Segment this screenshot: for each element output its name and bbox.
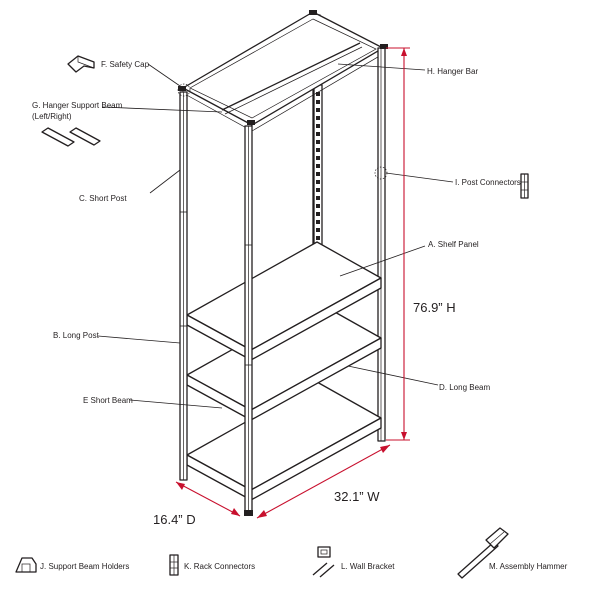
upper-shelf-panel bbox=[186, 241, 382, 361]
label-hanger-support-beam: G. Hanger Support Beam bbox=[32, 101, 123, 110]
width-dimension bbox=[256, 444, 391, 519]
perforation-slot bbox=[316, 220, 320, 224]
legend-support-beam-holders: J. Support Beam Holders bbox=[40, 562, 129, 571]
perforation-slot bbox=[316, 196, 320, 200]
label-long-beam: D. Long Beam bbox=[439, 383, 490, 392]
front-middle-post bbox=[244, 125, 253, 516]
perforation-slot bbox=[316, 124, 320, 128]
front-right-post bbox=[377, 47, 386, 442]
depth-label: 16.4” D bbox=[153, 512, 196, 527]
assembly-hammer-icon bbox=[457, 527, 509, 579]
perforation-slot bbox=[316, 228, 320, 232]
label-long-post: B. Long Post bbox=[53, 331, 100, 340]
perforation-slot bbox=[316, 92, 320, 96]
perforation-slot bbox=[316, 116, 320, 120]
label-post-connectors: I. Post Connectors bbox=[455, 178, 521, 187]
back-right-post-perforated bbox=[313, 84, 323, 246]
middle-shelf-panel bbox=[186, 301, 382, 421]
height-label: 76.9” H bbox=[413, 300, 456, 315]
label-safety-cap: F. Safety Cap bbox=[101, 60, 150, 69]
safety-caps bbox=[177, 10, 388, 125]
perforation-slot bbox=[316, 212, 320, 216]
front-left-post bbox=[179, 91, 188, 481]
perforation-slot bbox=[316, 188, 320, 192]
parts-legend: J. Support Beam Holders K. Rack Connecto… bbox=[15, 527, 568, 579]
perforation-slot bbox=[316, 100, 320, 104]
safety-cap-icon bbox=[67, 55, 95, 73]
perforation-slot bbox=[316, 236, 320, 240]
hanger-bar bbox=[221, 42, 363, 115]
legend-wall-bracket: L. Wall Bracket bbox=[341, 562, 395, 571]
label-hanger-support-beam-sub: (Left/Right) bbox=[32, 112, 72, 121]
post-connector-icon bbox=[520, 173, 529, 199]
wall-bracket-icon bbox=[312, 546, 335, 578]
perforation-slot bbox=[316, 180, 320, 184]
perforation-slot bbox=[316, 140, 320, 144]
height-dimension bbox=[386, 47, 410, 441]
label-short-post: C. Short Post bbox=[79, 194, 127, 203]
leader-lines bbox=[97, 63, 454, 409]
label-shelf-panel: A. Shelf Panel bbox=[428, 240, 479, 249]
support-beam-holders-icon bbox=[15, 557, 37, 573]
label-short-beam: E Short Beam bbox=[83, 396, 133, 405]
perforation-slot bbox=[316, 108, 320, 112]
top-frame bbox=[182, 11, 384, 132]
perforation-slot bbox=[316, 148, 320, 152]
legend-assembly-hammer: M. Assembly Hammer bbox=[489, 562, 568, 571]
label-hanger-bar: H. Hanger Bar bbox=[427, 67, 478, 76]
perforation-slot bbox=[316, 172, 320, 176]
perforation-slot bbox=[316, 132, 320, 136]
hanger-support-beam-icon bbox=[41, 127, 101, 147]
legend-rack-connectors: K. Rack Connectors bbox=[184, 562, 255, 571]
rack-connectors-icon bbox=[169, 554, 179, 576]
depth-dimension bbox=[175, 481, 241, 517]
perforation-slot bbox=[316, 204, 320, 208]
width-label: 32.1” W bbox=[334, 489, 380, 504]
perforation-slot bbox=[316, 164, 320, 168]
perforation-slot bbox=[316, 156, 320, 160]
shelf-unit bbox=[177, 10, 388, 516]
